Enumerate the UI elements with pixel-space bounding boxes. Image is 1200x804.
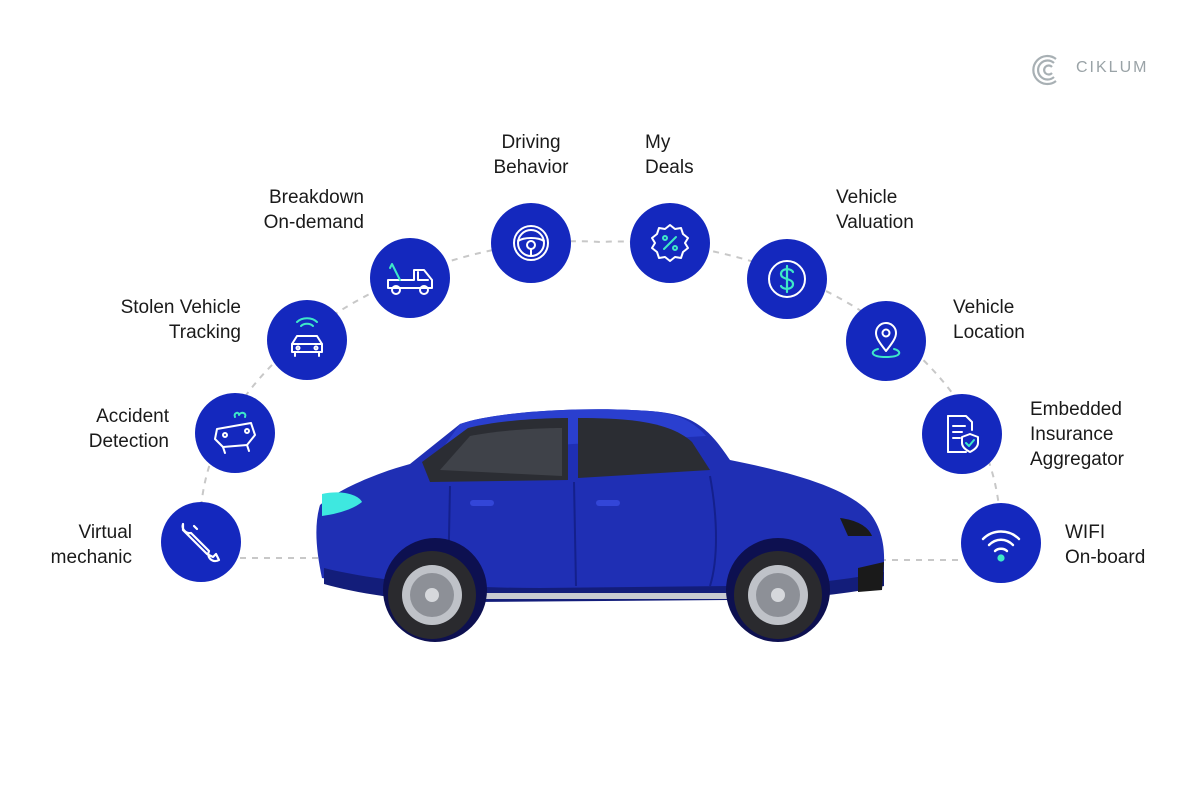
wifi-icon [981,530,1021,562]
feature-circle-breakdown-on-demand [370,238,450,318]
location-pin-icon [871,322,901,358]
ciklum-logo-icon [1032,54,1057,86]
feature-circle-accident-detection [195,393,275,473]
feature-circle-my-deals [630,203,710,283]
car-signal-icon [291,317,323,357]
tow-truck-icon [387,263,433,295]
rear-wheel [388,551,476,639]
feature-circle-wifi-on-board [961,503,1041,583]
feature-circle-vehicle-location [846,301,926,381]
front-wheel [734,551,822,639]
discount-badge-icon [651,224,689,262]
overturned-car-icon [214,411,256,454]
feature-circle-vehicle-valuation [747,239,827,319]
car-illustration [316,409,885,642]
feature-circle-virtual-mechanic [161,502,241,582]
brand-name: CIKLUM [1076,59,1149,76]
wrench-icon [181,522,221,563]
ciklum-logo: CIKLUM [1028,50,1158,90]
insurance-document-icon [947,415,979,453]
dollar-icon [768,260,806,298]
feature-circle-driving-behavior [491,203,571,283]
feature-circle-stolen-vehicle-tracking [267,300,347,380]
steering-wheel-icon [513,225,549,261]
feature-circle-embedded-insurance [922,394,1002,474]
